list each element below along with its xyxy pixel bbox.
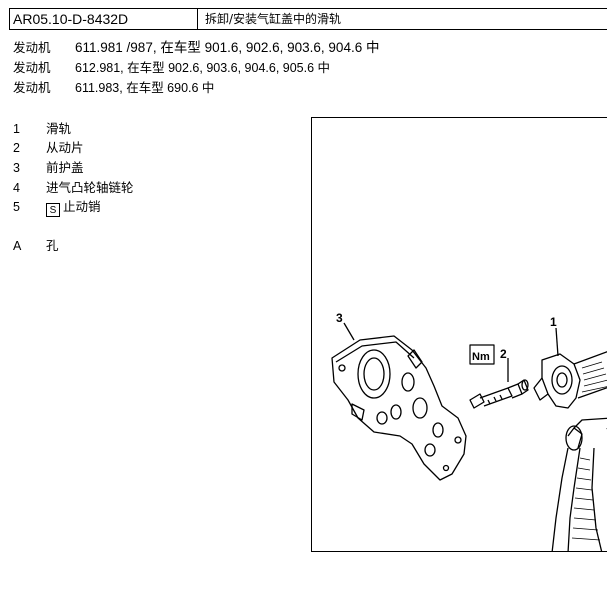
camshaft-housing-part xyxy=(573,417,607,429)
engine-line-2: 发动机 612.981, 在车型 902.6, 903.6, 904.6, 905… xyxy=(13,57,330,76)
legend-text: 从动片 xyxy=(46,140,84,155)
engine-label: 发动机 xyxy=(13,60,51,75)
legend-item: 1 滑轨 xyxy=(13,118,71,137)
callout-2: 2 xyxy=(500,347,507,361)
legend-number: 5 xyxy=(13,200,20,214)
engine-line-1: 发动机 611.981 /987, 在车型 901.6, 902.6, 903.6… xyxy=(13,36,379,56)
document-header: AR05.10-D-8432D 拆卸/安装气缸盖中的滑轨 xyxy=(9,8,607,30)
callout-1: 1 xyxy=(550,315,557,329)
front-cover-part xyxy=(331,335,467,481)
engine-value: 611.983, 在车型 690.6 中 xyxy=(75,81,215,95)
engine-label: 发动机 xyxy=(13,80,51,95)
legend-text: 滑轨 xyxy=(46,121,72,136)
exploded-view-figure: 3 2 1 Nm xyxy=(311,117,607,552)
exploded-view-drawing: 3 2 1 Nm xyxy=(331,311,607,551)
lock-pin-icon: S xyxy=(46,203,60,217)
legend-number: 3 xyxy=(13,161,20,175)
legend-item: 4 进气凸轮轴链轮 xyxy=(13,177,134,196)
engine-line-3: 发动机 611.983, 在车型 690.6 中 xyxy=(13,77,214,96)
legend-number: 1 xyxy=(13,122,20,136)
engine-value: 611.981 /987, 在车型 901.6, 902.6, 903.6, 9… xyxy=(75,40,380,55)
legend-text: 前护盖 xyxy=(46,160,84,175)
document-title: 拆卸/安装气缸盖中的滑轨 xyxy=(205,12,342,26)
legend-number: A xyxy=(13,239,22,253)
slide-rail-part xyxy=(533,351,607,409)
callout-3: 3 xyxy=(336,311,343,325)
engine-value: 612.981, 在车型 902.6, 903.6, 904.6, 905.6 … xyxy=(75,61,331,75)
legend-text: 进气凸轮轴链轮 xyxy=(46,180,134,195)
torque-nm-label: Nm xyxy=(472,351,490,363)
legend-text: 止动销 xyxy=(63,199,101,214)
guide-bolt-part xyxy=(469,379,529,409)
legend-number: 4 xyxy=(13,181,20,195)
legend-number: 2 xyxy=(13,141,20,155)
legend-item: 3 前护盖 xyxy=(13,157,84,176)
engine-label: 发动机 xyxy=(13,40,51,55)
legend-text: 孔 xyxy=(46,238,59,253)
legend-item: 2 从动片 xyxy=(13,137,84,156)
document-id: AR05.10-D-8432D xyxy=(9,9,198,29)
